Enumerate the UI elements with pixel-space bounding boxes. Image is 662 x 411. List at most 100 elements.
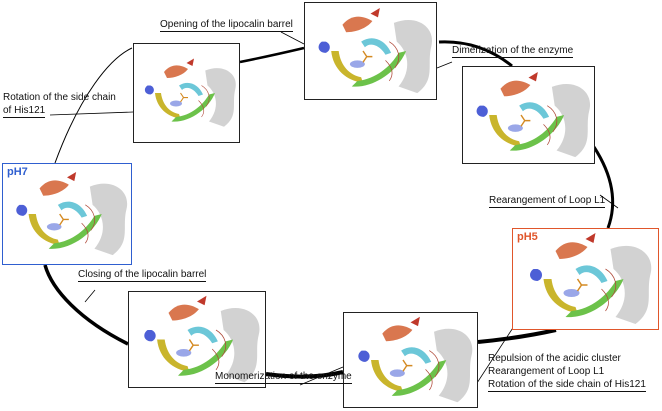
step-rotation: Rotation of the side chain of His121 [3, 92, 116, 118]
cycle-arc-top-left [54, 47, 133, 164]
strand-yellow [543, 279, 578, 313]
step-closing: Closing of the lipocalin barrel [78, 269, 207, 282]
loop-lines [425, 350, 440, 391]
loop-blue [358, 350, 370, 362]
state-label-pH7: pH7 [7, 166, 28, 178]
cycle-arc-bottom [265, 370, 344, 379]
strand-cyan [361, 38, 392, 55]
panel-pH7: pH7 [2, 163, 132, 265]
leader-monomerization [299, 366, 344, 386]
state-label-pH5: pH5 [517, 231, 538, 243]
helix-tip [528, 71, 538, 82]
leader-rotation [49, 111, 134, 116]
loop-blue [144, 85, 154, 95]
strand-yellow [157, 339, 190, 372]
cycle-arc-top-right [438, 40, 513, 68]
loop-lines [211, 329, 227, 371]
helix-orange [168, 304, 199, 321]
loop-lines [198, 85, 210, 118]
ligand [576, 278, 588, 292]
strand-green [171, 93, 215, 122]
strand-cyan [179, 82, 203, 96]
strand-cyan [401, 347, 432, 364]
loop-blue [476, 105, 488, 117]
cycle-arc-top [239, 46, 305, 64]
grey-subunit [220, 307, 260, 383]
panel-dimer-start [304, 2, 437, 100]
protein-structure [144, 295, 260, 383]
step-dimerization: Dimerization of the enzyme [452, 45, 574, 58]
step-repulsion: Repulsion of the acidic cluster Rearange… [488, 353, 646, 392]
protein-structure [318, 7, 433, 94]
grey-subunit [434, 328, 473, 403]
helix-orange [500, 80, 531, 97]
step-rearrangement: Rearangement of Loop L1 [489, 195, 606, 208]
helix-tip [67, 171, 77, 182]
strand-yellow [371, 360, 403, 392]
loop-lines [385, 41, 400, 82]
loop-lines [601, 268, 617, 312]
leader-opening [280, 31, 305, 45]
step-opening: Opening of the lipocalin barrel [160, 19, 293, 32]
ligand [362, 50, 373, 63]
helix-small [507, 124, 523, 132]
strand-cyan [519, 102, 550, 119]
helix-tip [410, 316, 420, 327]
grey-subunit [610, 245, 652, 324]
leader-rearrangement [599, 194, 619, 209]
protein-structure [530, 233, 652, 324]
helix-orange [555, 242, 588, 259]
strand-yellow [155, 93, 181, 119]
loop-blue [318, 41, 330, 53]
ligand [188, 339, 199, 352]
panel-pH5: pH5 [512, 228, 659, 330]
helix-orange [164, 65, 188, 78]
strand-cyan [575, 265, 608, 283]
protein-structure [16, 171, 128, 256]
loop-lines [81, 204, 96, 244]
ligand [402, 359, 413, 372]
strand-yellow [28, 214, 60, 246]
ligand [180, 92, 188, 103]
helix-orange [39, 180, 69, 196]
loop-lines [543, 105, 558, 146]
helix-tip [370, 7, 380, 18]
helix-tip [197, 295, 207, 306]
strand-green [509, 115, 565, 151]
cycle-arc-bottom-left [43, 264, 129, 346]
panel-closing [128, 291, 266, 388]
strand-green [391, 360, 447, 396]
strand-yellow [331, 51, 364, 83]
protein-structure [476, 71, 591, 158]
ligand [520, 114, 531, 127]
strand-green [351, 51, 407, 87]
step-monomerization: Monomerization of the enzyme [215, 371, 352, 384]
panel-repulsion [343, 312, 478, 408]
cycle-arc-bottom-right [477, 328, 557, 344]
strand-cyan [187, 326, 218, 344]
grey-subunit [393, 19, 433, 94]
panel-open-barrel [133, 43, 240, 143]
helix-orange [342, 16, 373, 33]
helix-small [176, 349, 192, 357]
strand-green [178, 339, 234, 376]
strand-green [48, 214, 102, 249]
helix-small [349, 60, 365, 68]
grey-subunit [551, 83, 591, 158]
strand-cyan [57, 201, 88, 218]
helix-small [46, 223, 62, 231]
strand-green [565, 279, 624, 318]
loop-blue [144, 330, 156, 342]
ligand [59, 213, 69, 226]
protein-structure [358, 316, 473, 403]
loop-blue [16, 204, 28, 216]
grey-subunit [89, 183, 128, 256]
protein-structure [144, 58, 236, 127]
loop-blue [530, 269, 542, 281]
panel-dimer [462, 66, 595, 164]
strand-yellow [489, 115, 522, 147]
helix-tip [585, 233, 596, 243]
grey-subunit [205, 68, 236, 127]
helix-small [170, 100, 182, 107]
